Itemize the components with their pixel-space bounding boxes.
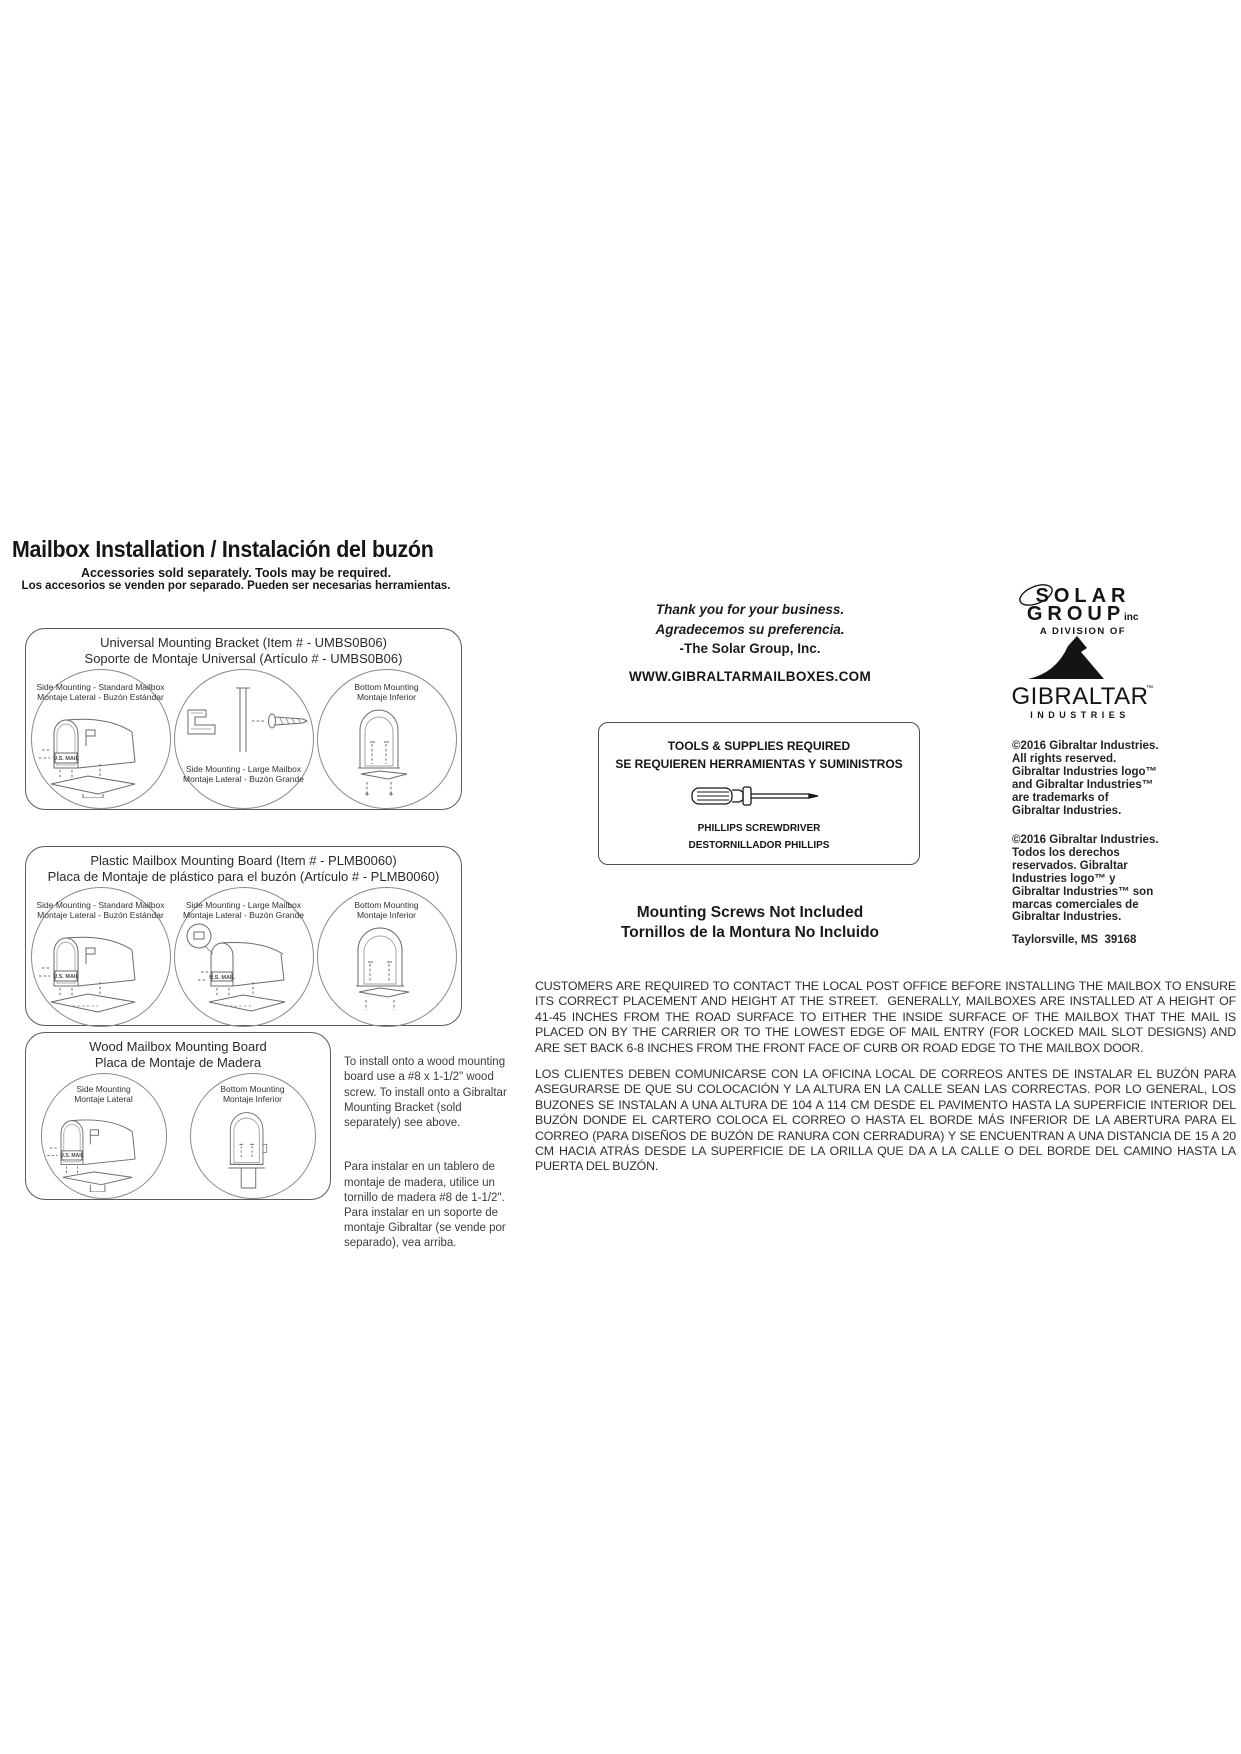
- logo-division-text: A DIVISION OF: [1040, 626, 1126, 637]
- mountain-icon: [1028, 636, 1104, 679]
- solar-group-gibraltar-logo: SOLAR GROUP inc A DIVISION OF GIBRALTAR …: [1012, 584, 1153, 720]
- svg-text:U.S. MAIL: U.S. MAIL: [60, 1153, 83, 1159]
- logo-solar-text: SOLAR: [1036, 585, 1131, 607]
- header: Mailbox Installation / Instalación del b…: [12, 536, 460, 592]
- svg-text:U.S. MAIL: U.S. MAIL: [209, 975, 235, 981]
- diagram-label: Bottom Mounting Montaje Inferior: [220, 1084, 285, 1104]
- panel-title: Plastic Mailbox Mounting Board (Item # -…: [26, 847, 461, 885]
- mailbox-rear-diagram: [355, 927, 409, 1010]
- svg-text:U.S. MAIL: U.S. MAIL: [53, 974, 79, 980]
- screws-note-en: Mounting Screws Not Included: [636, 904, 864, 921]
- wood-board-panel: Wood Mailbox Mounting Board Placa de Mon…: [25, 1032, 331, 1200]
- logo-group-text: GROUP: [1027, 603, 1125, 625]
- copyright-en: ©2016 Gibraltar Industries. All rights r…: [1012, 740, 1159, 817]
- wood-note: To install onto a wood mounting board us…: [344, 1040, 514, 1267]
- brand-logo: SOLAR GROUP inc A DIVISION OF GIBRALTAR …: [998, 582, 1168, 739]
- subtitle-en: Accessories sold separately. Tools may b…: [80, 566, 392, 580]
- screws-note: Mounting Screws Not Included Tornillos d…: [580, 903, 920, 942]
- panel-title: Universal Mounting Bracket (Item # - UMB…: [26, 629, 461, 667]
- panel-title-es: Placa de Montaje de Madera: [94, 1055, 262, 1070]
- tools-title: TOOLS & SUPPLIES REQUIRED SE REQUIEREN H…: [599, 737, 919, 773]
- panel-title-es: Soporte de Montaje Universal (Artículo #…: [84, 651, 403, 666]
- diagram-circle-side: Side Mounting Montaje Lateral U.S. MAIL: [40, 1073, 167, 1199]
- wood-note-en: To install onto a wood mounting board us…: [344, 1056, 507, 1130]
- panel-title-en: Wood Mailbox Mounting Board: [89, 1039, 267, 1054]
- thank-you-block: Thank you for your business. Agradecemos…: [580, 600, 920, 659]
- logo-gibraltar-text: GIBRALTAR: [1012, 683, 1149, 710]
- diagram-label: Side Mounting - Standard Mailbox Montaje…: [36, 900, 165, 920]
- diagram-label: Bottom Mounting Montaje Inferior: [354, 900, 419, 920]
- thanks-es: Agradecemos su preferencia.: [655, 621, 845, 637]
- mailbox-rear-diagram: [357, 709, 407, 796]
- wood-note-es: Para instalar en un tablero de montaje d…: [344, 1161, 506, 1250]
- logo-industries-text: INDUSTRIES: [1030, 710, 1130, 720]
- diagram-label: Bottom Mounting Montaje Inferior: [354, 682, 419, 702]
- diagram-row: Side Mounting - Standard Mailbox Montaje…: [26, 887, 461, 1027]
- diagram-circle-side-standard: Side Mounting - Standard Mailbox Montaje…: [30, 669, 171, 809]
- copyright-es: ©2016 Gibraltar Industries. Todos los de…: [1012, 834, 1159, 924]
- thanks-en: Thank you for your business.: [655, 602, 845, 617]
- diagram-circle-bottom: Bottom Mounting Montaje Inferior: [316, 669, 457, 809]
- diagram-circle-side-large: Side Mounting - Large Mailbox Montaje La…: [173, 887, 314, 1027]
- tool-en: PHILLIPS SCREWDRIVER: [697, 823, 821, 834]
- panel-title: Wood Mailbox Mounting Board Placa de Mon…: [26, 1033, 330, 1071]
- bracket-screw-diagram: [187, 687, 308, 752]
- subtitle-es: Los accesorios se venden por separado. P…: [21, 580, 451, 592]
- tool-labels: PHILLIPS SCREWDRIVER DESTORNILLADOR PHIL…: [599, 820, 919, 854]
- mailbox-side-diagram: U.S. MAIL: [38, 718, 135, 798]
- mailbox-side-diagram: U.S. MAIL: [38, 936, 135, 1013]
- tools-title-es: SE REQUIEREN HERRAMIENTAS Y SUMINISTROS: [615, 757, 903, 771]
- logo-tm: ™: [1146, 685, 1153, 692]
- signature: -The Solar Group, Inc.: [679, 641, 821, 656]
- legal-paragraph-en: CUSTOMERS ARE REQUIRED TO CONTACT THE LO…: [535, 979, 1240, 1055]
- website-text: WWW.GIBRALTARMAILBOXES.COM: [628, 669, 872, 684]
- mailbox-front-post-diagram: [227, 1112, 267, 1189]
- diagram-circle-bottom: Bottom Mounting Montaje Inferior: [316, 887, 457, 1027]
- logo-inc-text: inc: [1124, 612, 1139, 623]
- tools-title-en: TOOLS & SUPPLIES REQUIRED: [667, 739, 851, 753]
- diagram-label: Side Mounting - Large Mailbox Montaje La…: [183, 900, 304, 920]
- tool-es: DESTORNILLADOR PHILLIPS: [688, 840, 830, 851]
- diagram-row: Side Mounting Montaje Lateral U.S. MAIL: [26, 1073, 330, 1199]
- plastic-board-panel: Plastic Mailbox Mounting Board (Item # -…: [25, 846, 462, 1027]
- universal-bracket-panel: Universal Mounting Bracket (Item # - UMB…: [25, 628, 462, 810]
- diagram-label: Side Mounting Montaje Lateral: [74, 1084, 133, 1104]
- page-title: Mailbox Installation / Instalación del b…: [12, 536, 434, 562]
- diagram-circle-side-large: Side Mounting - Large Mailbox Montaje La…: [173, 669, 314, 809]
- screwdriver-icon: [691, 786, 819, 806]
- panel-title-en: Universal Mounting Bracket (Item # - UMB…: [100, 635, 387, 650]
- svg-text:U.S. MAIL: U.S. MAIL: [53, 756, 79, 762]
- legal-paragraph-es: LOS CLIENTES DEBEN COMUNICARSE CON LA OF…: [535, 1067, 1240, 1174]
- diagram-label: Side Mounting - Standard Mailbox Montaje…: [36, 682, 165, 702]
- location-text: Taylorsville, MS 39168: [1012, 934, 1137, 946]
- screws-note-es: Tornillos de la Montura No Incluido: [620, 923, 880, 941]
- panel-title-es: Placa de Montaje de plástico para el buz…: [47, 869, 440, 884]
- tools-required-box: TOOLS & SUPPLIES REQUIRED SE REQUIEREN H…: [598, 722, 920, 865]
- panel-title-en: Plastic Mailbox Mounting Board (Item # -…: [90, 853, 397, 868]
- diagram-circle-bottom: Bottom Mounting Montaje Inferior: [189, 1073, 316, 1199]
- diagram-circle-side-standard: Side Mounting - Standard Mailbox Montaje…: [30, 887, 171, 1027]
- mailbox-side-post-diagram: U.S. MAIL: [46, 1119, 136, 1192]
- diagram-row: Side Mounting - Standard Mailbox Montaje…: [26, 669, 461, 809]
- diagram-label: Side Mounting - Large Mailbox Montaje La…: [183, 764, 304, 784]
- mailbox-side-inset-diagram: U.S. MAIL: [186, 923, 285, 1012]
